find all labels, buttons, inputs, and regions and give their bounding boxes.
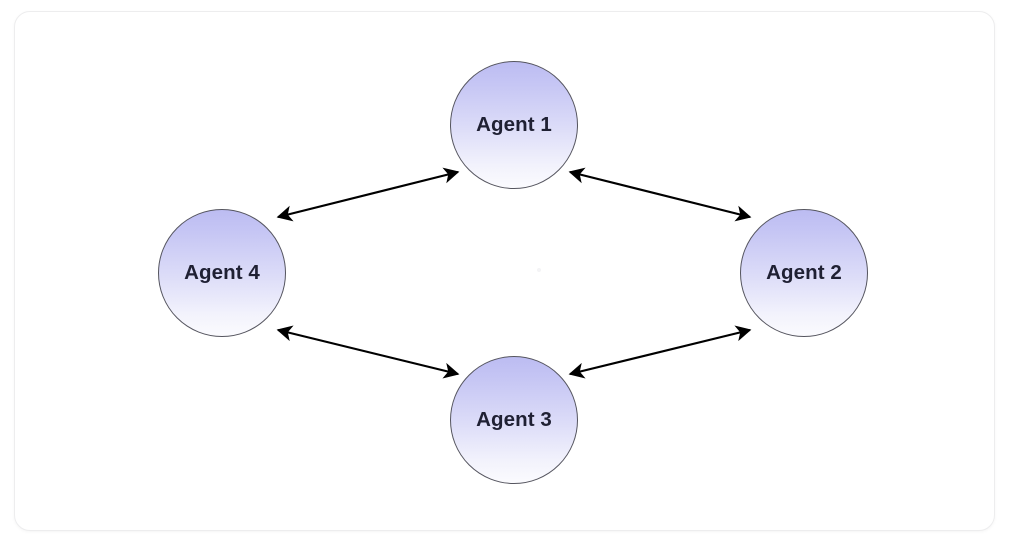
edge-agent1-agent2: [568, 167, 752, 222]
node-agent4-label: Agent 4: [184, 261, 260, 284]
node-agent1[interactable]: Agent 1: [450, 61, 578, 189]
edge-agent3-agent4: [276, 325, 460, 379]
edge-agent2-agent3: [568, 325, 752, 379]
center-artifact: [537, 268, 541, 272]
node-agent2[interactable]: Agent 2: [740, 209, 868, 337]
node-agent2-label: Agent 2: [766, 261, 842, 284]
node-agent4[interactable]: Agent 4: [158, 209, 286, 337]
node-agent3-label: Agent 3: [476, 408, 552, 431]
node-agent3[interactable]: Agent 3: [450, 356, 578, 484]
node-agent1-label: Agent 1: [476, 113, 552, 136]
edge-agent4-agent1: [276, 167, 460, 222]
